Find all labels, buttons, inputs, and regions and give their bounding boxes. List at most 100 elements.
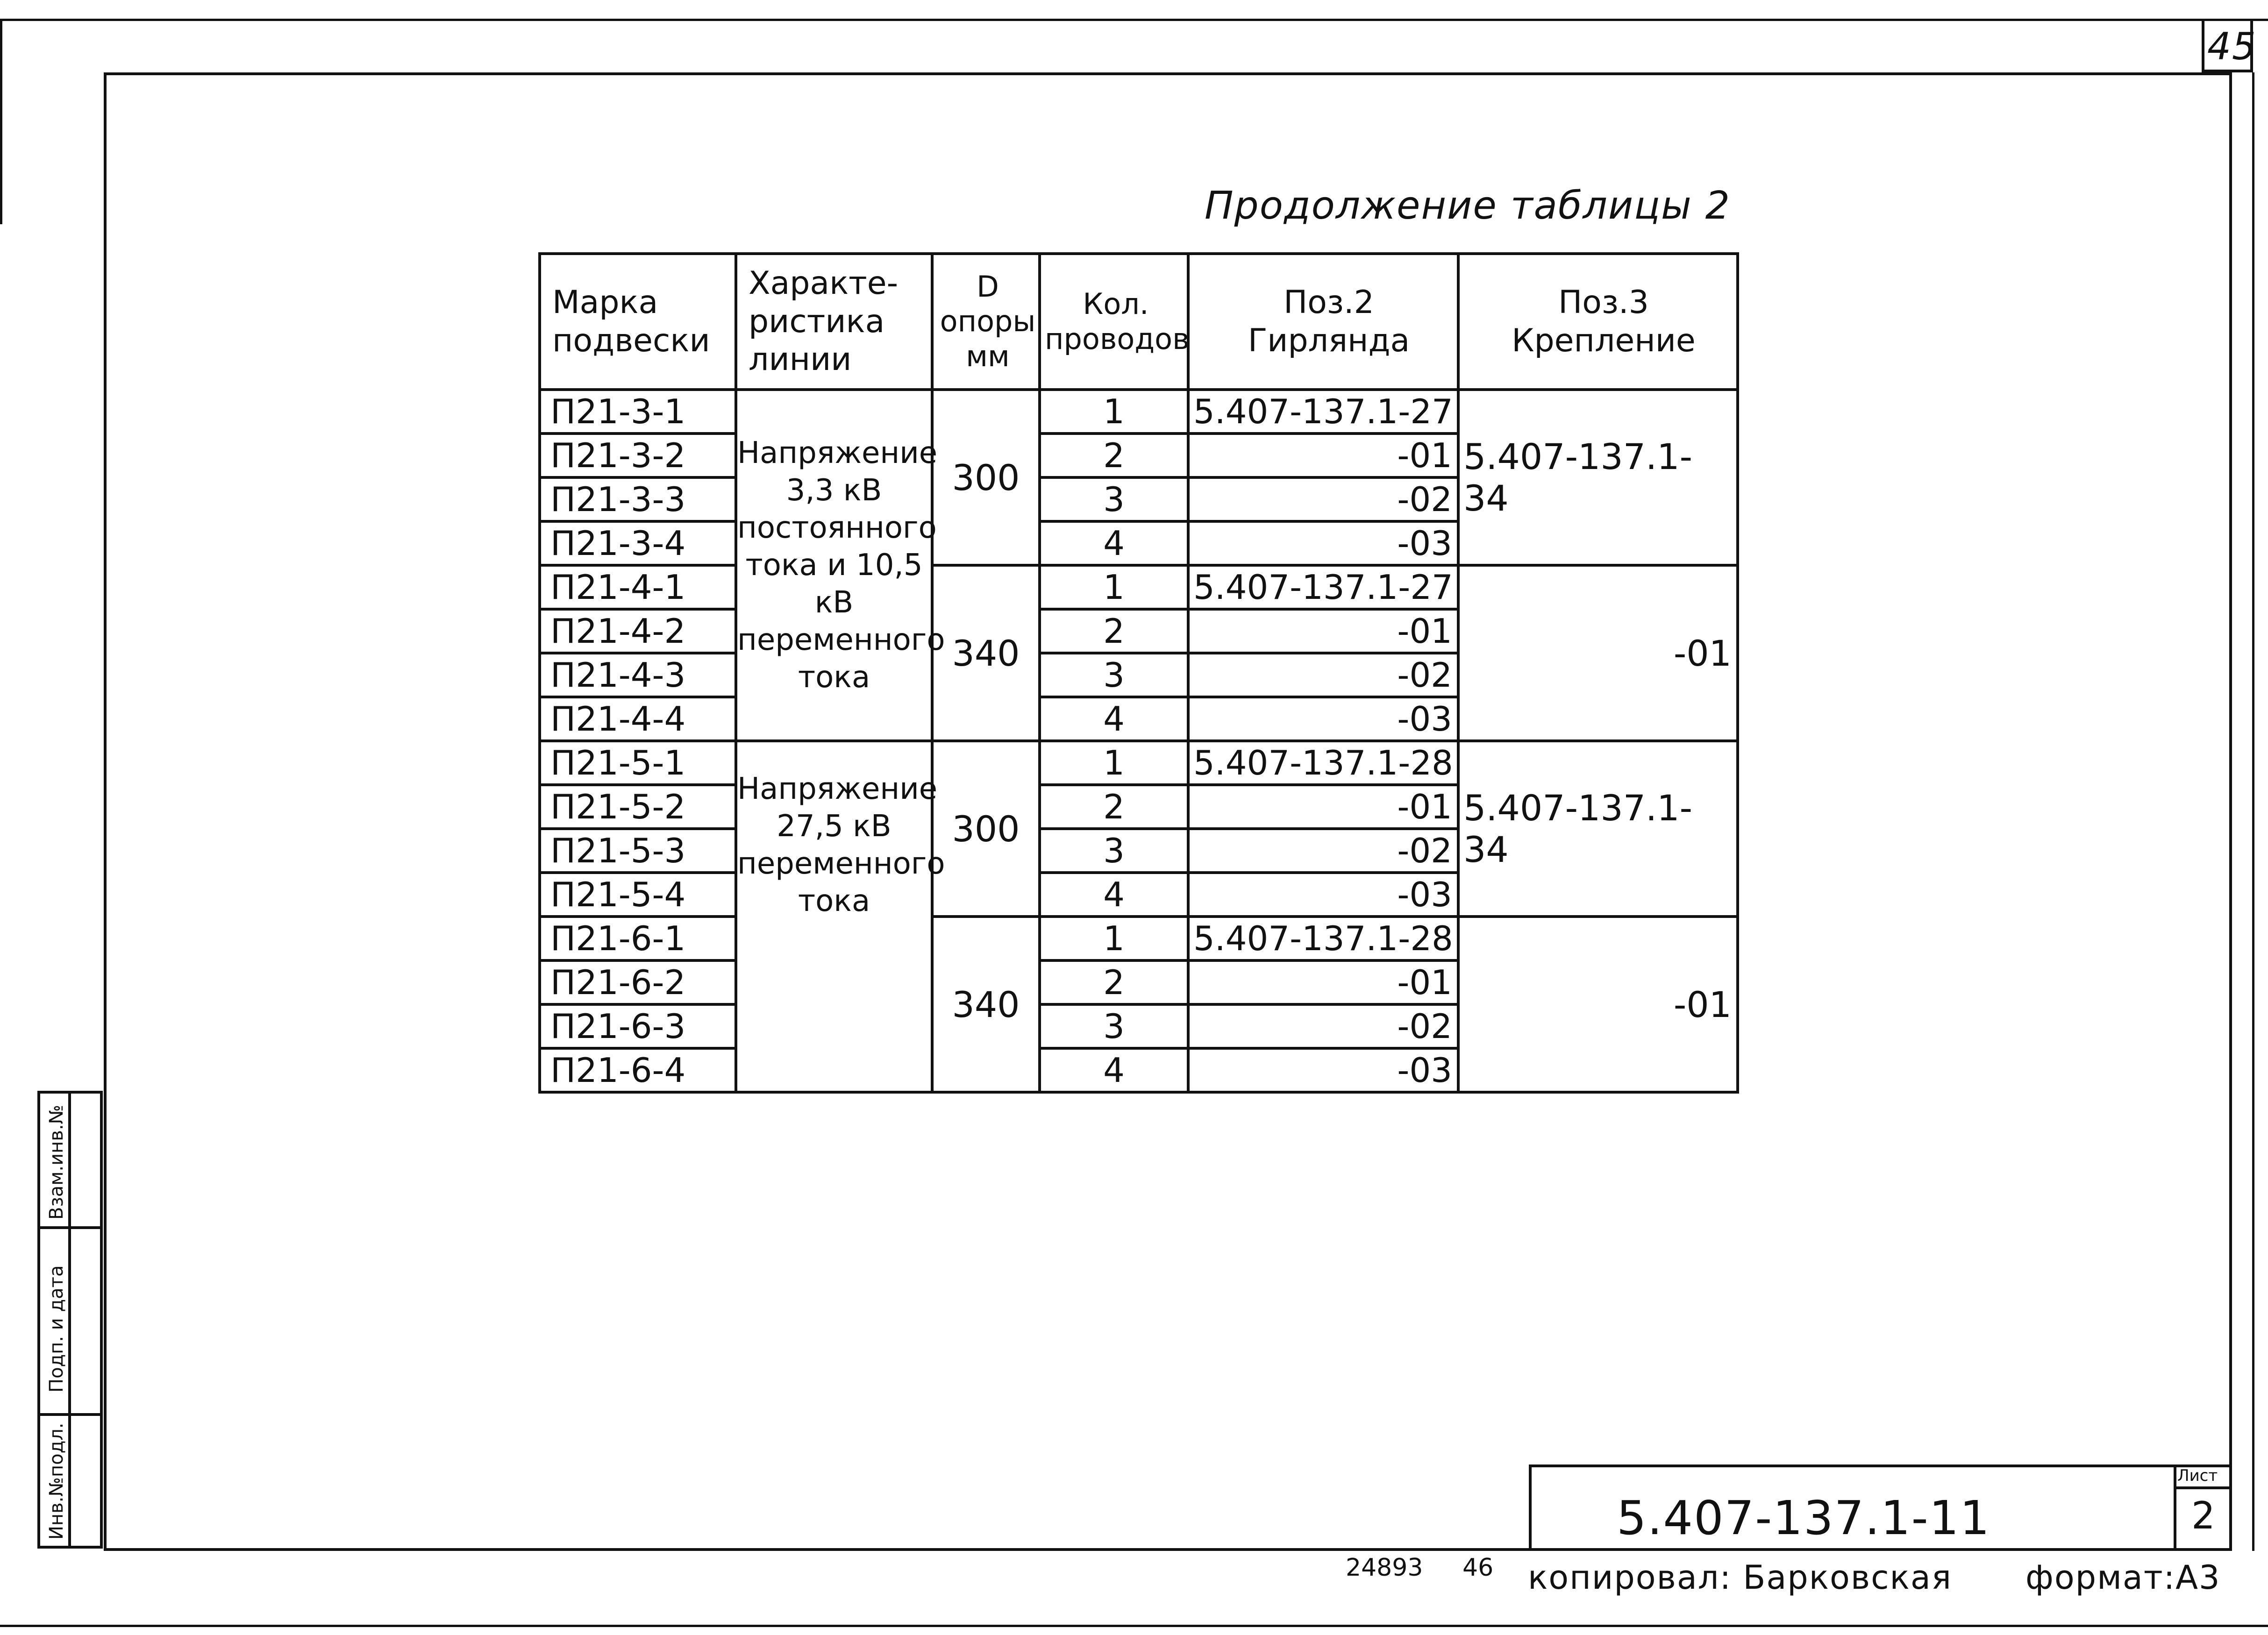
spec-table: Марка подвески Характе- ристика линии D …	[538, 252, 1739, 1094]
sheet-box-divider	[2174, 1486, 2232, 1489]
table-caption: Продолжение таблицы 2	[1205, 184, 1731, 228]
table-row: П21-6-1 340 1 5.407-137.1-28 -01	[538, 915, 1739, 1094]
pos2-cell: -03	[1187, 871, 1460, 918]
wires-cell: 2	[1038, 959, 1190, 1006]
pos3-cell: 5.407-137.1-34	[1457, 388, 1739, 567]
inventory-note-2: 46	[1462, 1554, 1494, 1582]
side-stamp-inv-orig: Инв.№подл.	[46, 1422, 67, 1540]
right-edge-line	[2252, 72, 2254, 1551]
diam-cell: 300	[931, 388, 1041, 567]
pos2-cell: -03	[1187, 1047, 1460, 1094]
mark-cell: П21-6-3	[538, 1003, 737, 1050]
table-row: П21-6-2 2 -01	[538, 959, 1738, 1006]
wires-cell: 2	[1038, 432, 1190, 479]
diam-cell: 340	[931, 564, 1041, 742]
pos2-cell: -03	[1187, 520, 1460, 567]
wires-cell: 1	[1038, 915, 1190, 962]
wires-cell: 4	[1038, 520, 1190, 567]
table-row: П21-4-1 340 1 5.407-137.1-27 -01	[538, 564, 1739, 742]
header-diameter: D опоры мм	[931, 252, 1041, 391]
pos3-cell: -01	[1457, 564, 1739, 742]
wires-cell: 4	[1038, 1047, 1190, 1094]
mark-cell: П21-3-1	[538, 388, 737, 435]
corner-number: 45	[2207, 25, 2257, 68]
inventory-note: 24893	[1346, 1554, 1423, 1582]
mark-cell: П21-6-4	[538, 1047, 737, 1094]
char-cell: Напряжение 3,3 кВ постоянного тока и 10,…	[735, 388, 945, 742]
side-stamp-sign-date: Подп. и дата	[46, 1265, 67, 1393]
pos3-cell: 5.407-137.1-34	[1457, 739, 1739, 918]
wires-cell: 2	[1038, 783, 1190, 830]
table-row: П21-3-4 4 -03	[538, 520, 1738, 567]
mark-cell: П21-4-3	[538, 652, 737, 698]
mark-cell: П21-5-1	[538, 739, 737, 786]
pos2-cell: 5.407-137.1-27	[1187, 388, 1460, 435]
wires-cell: 3	[1038, 1003, 1190, 1050]
wires-cell: 4	[1038, 871, 1190, 918]
table-row: П21-5-4 4 -03	[538, 871, 1738, 918]
table-row: П21-5-2 2 -01	[538, 783, 1738, 830]
wires-cell: 1	[1038, 564, 1190, 611]
outer-border-top	[0, 19, 2268, 21]
side-stamp-divider	[40, 1094, 71, 1546]
mark-cell: П21-4-2	[538, 608, 737, 654]
pos2-cell: -01	[1187, 783, 1460, 830]
mark-cell: П21-3-2	[538, 432, 737, 479]
side-stamp-replace-inv: Взам.инв.№	[46, 1104, 67, 1220]
corner-number-box	[2202, 19, 2253, 72]
pos2-cell: -01	[1187, 432, 1460, 479]
pos2-cell: -02	[1187, 827, 1460, 874]
table-row: П21-6-3 3 -02	[538, 1003, 1738, 1050]
pos2-cell: -01	[1187, 959, 1460, 1006]
title-block	[1529, 1464, 2232, 1549]
wires-cell: 2	[1038, 608, 1190, 654]
outer-border-bottom	[0, 1625, 2268, 1627]
table-row: П21-3-3 3 -02	[538, 476, 1738, 523]
table-row: П21-6-4 4 -03	[538, 1047, 1738, 1094]
mark-cell: П21-3-3	[538, 476, 737, 523]
header-pos3: Поз.3 Крепление	[1457, 252, 1739, 391]
drawing-frame	[104, 72, 2232, 1551]
pos2-cell: -02	[1187, 652, 1460, 698]
header-wires: Кол. проводов	[1038, 252, 1190, 391]
table-row: П21-4-3 3 -02	[538, 652, 1738, 698]
pos2-cell: -01	[1187, 608, 1460, 654]
pos2-cell: -02	[1187, 1003, 1460, 1050]
side-stamp: Взам.инв.№ Подп. и дата Инв.№подл.	[37, 1091, 103, 1549]
wires-cell: 3	[1038, 652, 1190, 698]
pos2-cell: 5.407-137.1-27	[1187, 564, 1460, 611]
table-row: П21-5-1 Напряжение 27,5 кВ переменного т…	[538, 739, 1739, 1094]
mark-cell: П21-6-1	[538, 915, 737, 962]
char-cell: Напряжение 27,5 кВ переменного тока	[735, 739, 945, 1094]
table-row: П21-3-2 2 -01	[538, 432, 1738, 479]
mark-cell: П21-4-1	[538, 564, 737, 611]
pos2-cell: -03	[1187, 696, 1460, 742]
outer-border-left	[0, 19, 2, 224]
mark-cell: П21-5-2	[538, 783, 737, 830]
pos2-cell: 5.407-137.1-28	[1187, 915, 1460, 962]
header-characteristic: Характе- ристика линии	[735, 252, 934, 391]
wires-cell: 1	[1038, 739, 1190, 786]
wires-cell: 3	[1038, 827, 1190, 874]
sheet-number: 2	[2191, 1494, 2216, 1537]
document-code: 5.407-137.1-11	[1617, 1491, 1990, 1545]
mark-cell: П21-5-3	[538, 827, 737, 874]
diam-cell: 300	[931, 739, 1041, 918]
header-mark: Марка подвески	[538, 252, 737, 391]
mark-cell: П21-5-4	[538, 871, 737, 918]
wires-cell: 3	[1038, 476, 1190, 523]
header-pos2: Поз.2 Гирлянда	[1187, 252, 1460, 391]
table-row: П21-4-2 2 -01	[538, 608, 1738, 654]
mark-cell: П21-6-2	[538, 959, 737, 1006]
table-row: П21-4-4 4 -03	[538, 696, 1738, 742]
table-header-row: Марка подвески Характе- ристика линии D …	[538, 252, 1739, 391]
pos2-cell: -02	[1187, 476, 1460, 523]
wires-cell: 4	[1038, 696, 1190, 742]
pos2-cell: 5.407-137.1-28	[1187, 739, 1460, 786]
pos3-cell: -01	[1457, 915, 1739, 1094]
mark-cell: П21-3-4	[538, 520, 737, 567]
table-row: П21-5-3 3 -02	[538, 827, 1738, 874]
sheet-box	[2174, 1464, 2232, 1549]
format-label: формат:А3	[2026, 1558, 2221, 1597]
diam-cell: 340	[931, 915, 1041, 1094]
